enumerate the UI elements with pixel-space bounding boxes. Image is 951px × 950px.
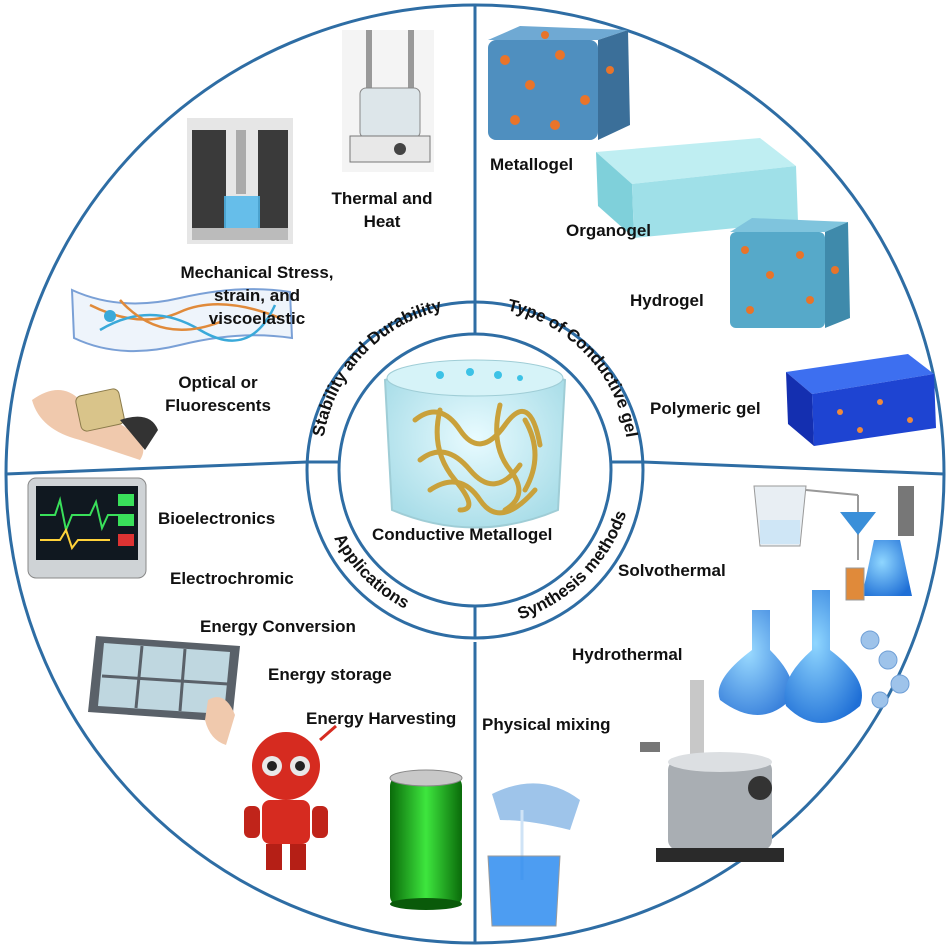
hydrogel-block-image: [730, 218, 850, 328]
center-metallogel-image: [383, 359, 567, 529]
label-metallogel: Metallogel: [490, 155, 574, 174]
label-physical-mixing: Physical mixing: [482, 715, 611, 734]
thermal-instrument-image: [342, 30, 434, 172]
autoclave-image: [640, 680, 784, 862]
label-thermal-heat: Thermal and Heat: [331, 189, 433, 231]
label-energy-conversion: Energy Conversion: [200, 617, 356, 636]
robot-image: [244, 724, 337, 870]
solvothermal-apparatus-image: [753, 485, 914, 601]
label-optical-fluorescents: Optical or Fluorescents: [165, 373, 271, 415]
physical-mixing-image: [487, 783, 580, 927]
divider-horizontal-left: [5, 460, 308, 476]
electrochromic-window-image: [88, 636, 240, 745]
label-polymeric-gel: Polymeric gel: [650, 399, 761, 418]
hydrothermal-flasks-image: [718, 590, 910, 723]
label-energy-storage: Energy storage: [268, 665, 392, 684]
mechanical-tester-image: [187, 118, 293, 244]
label-electrochromic: Electrochromic: [170, 569, 294, 588]
battery-image: [389, 769, 463, 910]
center-title: Conductive Metallogel: [372, 525, 553, 544]
label-bioelectronics: Bioelectronics: [158, 509, 276, 528]
polymeric-gel-block-image: [786, 354, 936, 446]
viscoelastic-network-image: [70, 288, 294, 353]
metallogel-block-image: [488, 26, 630, 140]
label-hydrothermal: Hydrothermal: [572, 645, 683, 664]
optical-film-image: [32, 388, 158, 460]
label-organogel: Organogel: [566, 221, 652, 240]
bioelectronics-monitor-image: [27, 477, 147, 579]
divider-horizontal-right: [642, 460, 945, 476]
label-hydrogel: Hydrogel: [630, 291, 704, 310]
label-solvothermal: Solvothermal: [618, 561, 726, 580]
label-energy-harvesting: Energy Harvesting: [306, 709, 457, 728]
label-mechanical-stress: Mechanical Stress, strain, and viscoelas…: [180, 263, 334, 328]
